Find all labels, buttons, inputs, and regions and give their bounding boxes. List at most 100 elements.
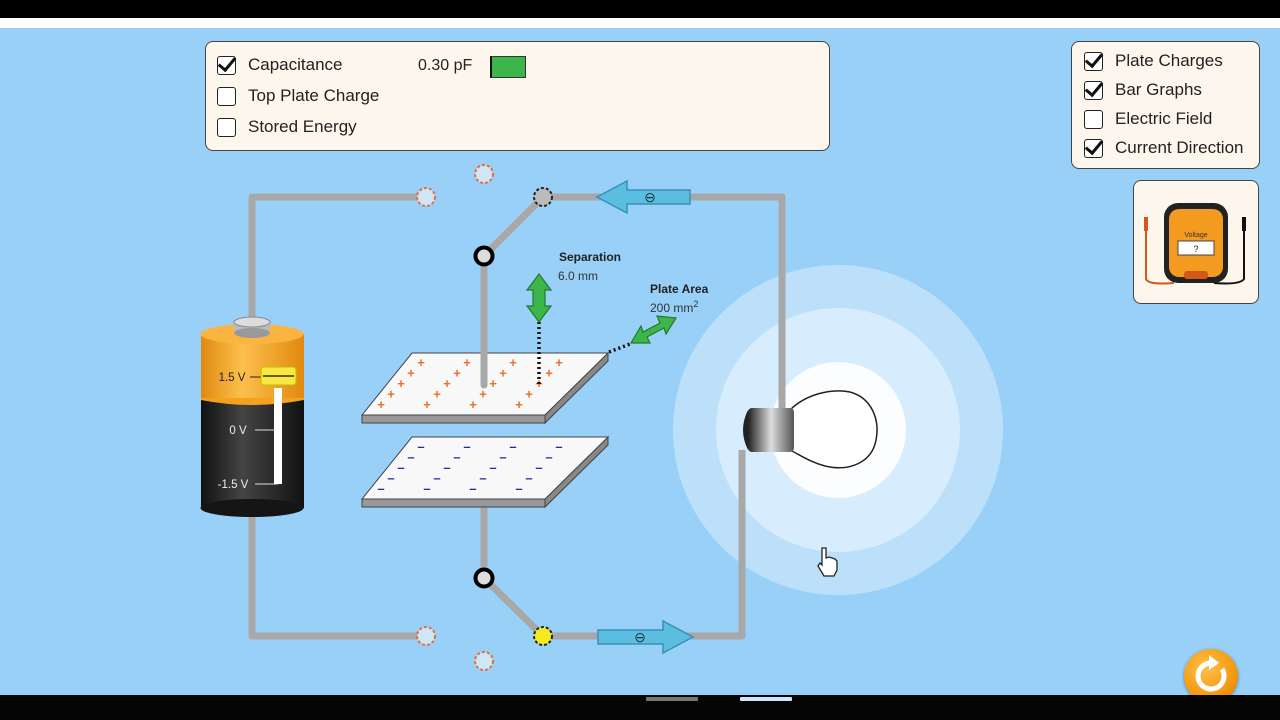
positive-charge: + [545,366,553,381]
positive-charge: + [555,355,563,370]
hand-cursor-icon [817,547,838,577]
taskbar [0,695,1280,720]
plate-charges-label: Plate Charges [1115,51,1223,70]
capacitor-readouts-panel: Capacitance 0.30 pF Top Plate Charge Sto… [205,41,830,151]
battery-voltage-track[interactable] [274,388,282,484]
current-arrow-bottom: ⊖ [597,619,695,655]
positive-charge: + [489,376,497,391]
battery-zero-label: 0 V [229,425,247,437]
negative-charge: – [509,439,516,454]
switch-terminal-open-top[interactable] [474,164,494,184]
capacitance-value: 0.30 pF [418,57,473,74]
switch-terminal-bulb-bottom[interactable] [533,626,553,646]
negative-charge: – [453,450,460,465]
positive-charge: + [397,376,405,391]
electric-field-label: Electric Field [1115,109,1213,128]
taskbar-item-active[interactable] [740,697,792,701]
current-direction-label: Current Direction [1115,138,1244,157]
negative-charge: – [443,460,450,475]
current-direction-checkbox[interactable] [1084,138,1103,158]
positive-charge: + [499,366,507,381]
negative-charge: – [499,450,506,465]
negative-charge: – [479,470,486,485]
plate-charges-checkbox-row[interactable]: Plate Charges [1084,51,1223,71]
circuit-wires [248,193,786,640]
light-bulb [743,390,878,469]
top-bar [0,0,1280,18]
electron-symbol: ⊖ [644,189,656,205]
view-options-panel: Plate Charges Bar Graphs Electric Field … [1071,41,1260,169]
switch-terminal-battery-bottom[interactable] [416,626,436,646]
positive-charge: + [423,397,431,412]
negative-charges: –––––––––––––––––––– [377,439,562,496]
capacitance-checkbox-row[interactable]: Capacitance [217,55,343,75]
window-strip [0,18,1280,28]
top-plate-charge-checkbox[interactable] [217,86,236,106]
stored-energy-checkbox-row[interactable]: Stored Energy [217,117,357,137]
negative-charge: – [545,450,552,465]
positive-charge: + [387,386,395,401]
voltmeter-toolbox[interactable]: Voltage ? [1133,180,1259,304]
bar-graphs-checkbox-row[interactable]: Bar Graphs [1084,80,1202,100]
switch-terminal-bulb-top[interactable] [533,187,553,207]
separation-value: 6.0 mm [558,269,598,283]
bar-graphs-label: Bar Graphs [1115,80,1202,99]
positive-charge: + [417,355,425,370]
top-plate-charge-label: Top Plate Charge [248,86,380,105]
reset-icon [1195,655,1227,692]
stored-energy-checkbox[interactable] [217,117,236,137]
battery-min-label: -1.5 V [218,479,249,491]
negative-charge: – [515,481,522,496]
negative-charge: – [377,481,384,496]
positive-charge: + [525,386,533,401]
positive-charge: + [463,355,471,370]
negative-charge: – [525,470,532,485]
positive-charges: ++++++++++++++++++++ [377,355,563,412]
positive-charge: + [515,397,523,412]
stored-energy-label: Stored Energy [248,117,357,136]
positive-charge: + [469,397,477,412]
bottom-plate: –––––––––––––––––––– [360,435,610,509]
bar-graphs-checkbox[interactable] [1084,80,1103,100]
positive-charge: + [443,376,451,391]
capacitance-label: Capacitance [248,55,343,74]
capacitance-checkbox[interactable] [217,55,236,75]
battery-max-label: 1.5 V [219,372,246,384]
negative-charge: – [407,450,414,465]
top-switch-pivot[interactable] [473,245,495,267]
current-arrow-top: ⊖ [595,179,691,215]
electron-symbol: ⊖ [634,629,646,645]
positive-charge: + [433,386,441,401]
positive-charge: + [453,366,461,381]
negative-charge: – [463,439,470,454]
plate-charges-checkbox[interactable] [1084,51,1103,71]
bottom-switch-wire [480,507,546,639]
switch-terminal-battery-top[interactable] [416,187,436,207]
negative-charge: – [397,460,404,475]
top-plate-charge-checkbox-row[interactable]: Top Plate Charge [217,86,379,106]
switch-terminal-open-bottom[interactable] [474,651,494,671]
negative-charge: – [489,460,496,475]
reset-all-button[interactable] [1184,649,1238,703]
current-direction-checkbox-row[interactable]: Current Direction [1084,138,1244,158]
negative-charge: – [469,481,476,496]
negative-charge: – [423,481,430,496]
electric-field-checkbox[interactable] [1084,109,1103,129]
positive-charge: + [377,397,385,412]
positive-charge: + [407,366,415,381]
plate-area-drag-handle[interactable] [629,315,678,344]
plate-area-value: 200 mm2 [650,299,698,315]
capacitance-bar-graph [490,56,526,78]
bottom-switch-pivot[interactable] [473,567,495,589]
separation-label: Separation [559,250,621,264]
battery: 1.5 V 0 V -1.5 V [200,316,304,517]
taskbar-item[interactable] [646,697,698,701]
separation-drag-handle[interactable] [525,273,553,323]
electric-field-checkbox-row[interactable]: Electric Field [1084,109,1212,129]
plate-area-label: Plate Area [650,282,709,296]
positive-charge: + [479,386,487,401]
positive-charge: + [509,355,517,370]
voltmeter-label: Voltage [1184,232,1207,239]
voltmeter-icon[interactable]: Voltage ? [1134,181,1258,303]
negative-charge: – [417,439,424,454]
